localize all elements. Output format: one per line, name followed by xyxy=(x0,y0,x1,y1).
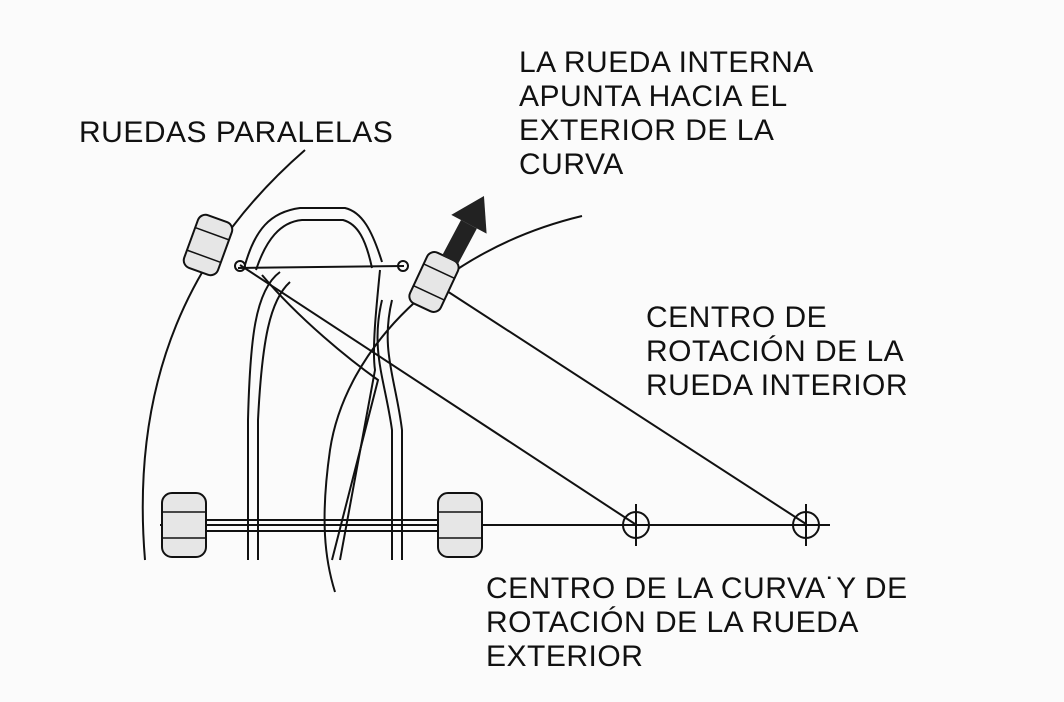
outer-wheel-axis-line xyxy=(429,279,807,525)
label-line: RUEDA INTERIOR xyxy=(646,369,909,402)
label-curve-center: CENTRO DE LA CURVA˙Y DE ROTACIÓN DE LA R… xyxy=(486,572,908,674)
inner-turning-arc xyxy=(323,215,583,593)
rear-left-wheel xyxy=(161,492,207,558)
rear-right-wheel xyxy=(437,492,483,558)
label-line: EXTERIOR xyxy=(486,640,644,673)
label-line: LA RUEDA INTERNA xyxy=(519,46,814,79)
label-line: CENTRO DE xyxy=(646,301,828,334)
inner-wheel-axis-line xyxy=(239,264,636,525)
label-line: CURVA xyxy=(519,148,624,181)
label-line: CENTRO DE LA CURVA˙Y DE xyxy=(486,572,908,605)
outer-turning-arc xyxy=(141,149,306,561)
label-inner-wheel-points-out: LA RUEDA INTERNA APUNTA HACIA EL EXTERIO… xyxy=(519,46,814,182)
frame-right-rail xyxy=(376,299,393,560)
steering-handlebar-inner xyxy=(255,219,373,271)
front-left-wheel xyxy=(182,213,234,277)
direction-arrow xyxy=(442,195,487,264)
tie-rod xyxy=(237,265,405,269)
label-line: ROTACIÓN DE LA RUEDA xyxy=(486,606,859,639)
right-kingpin xyxy=(397,260,409,272)
label-parallel-wheels: RUEDAS PARALELAS xyxy=(79,116,393,150)
label-line: EXTERIOR DE LA xyxy=(519,114,775,147)
frame-right-rail-inner xyxy=(386,299,403,560)
frame-left-rail-inner xyxy=(257,281,291,560)
label-line: APUNTA HACIA EL xyxy=(519,80,788,113)
label-line: RUEDAS PARALELAS xyxy=(79,116,394,149)
inner-rotation-center xyxy=(622,504,650,546)
steering-handlebar xyxy=(244,207,383,266)
label-line: ROTACIÓN DE LA xyxy=(646,335,905,368)
left-kingpin xyxy=(234,260,246,272)
label-inner-rotation-center: CENTRO DE ROTACIÓN DE LA RUEDA INTERIOR xyxy=(646,301,908,403)
frame-left-rail xyxy=(247,271,281,560)
outer-rotation-center xyxy=(792,504,820,546)
frame-cross-right xyxy=(339,269,381,561)
